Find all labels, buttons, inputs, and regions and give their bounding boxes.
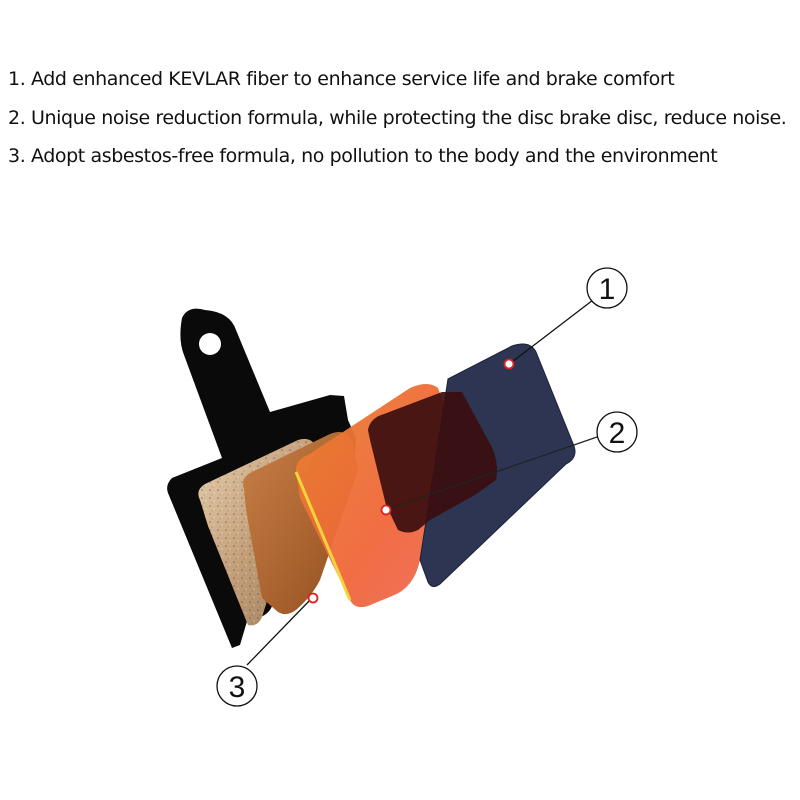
feature-item-1: 1. Add enhanced KEVLAR fiber to enhance … bbox=[8, 68, 675, 90]
red-layer bbox=[368, 392, 497, 533]
callout-line-2 bbox=[384, 435, 601, 511]
mounting-hole bbox=[199, 333, 221, 355]
marker-3 bbox=[307, 592, 319, 604]
feature-item-2: 2. Unique noise reduction formula, while… bbox=[8, 106, 787, 129]
feature-list: 1. Add enhanced KEVLAR fiber to enhance … bbox=[8, 60, 787, 176]
callout-2: 2 bbox=[596, 411, 638, 453]
svg-text:2: 2 bbox=[609, 417, 626, 450]
svg-text:3: 3 bbox=[229, 671, 246, 704]
svg-text:1: 1 bbox=[599, 273, 616, 306]
feature-item-3: 3. Adopt asbestos-free formula, no pollu… bbox=[8, 145, 718, 167]
marker-1 bbox=[503, 358, 515, 370]
callout-line-1 bbox=[511, 299, 594, 363]
callout-line-3 bbox=[246, 597, 313, 666]
callout-3: 3 bbox=[216, 665, 258, 707]
marker-2 bbox=[380, 504, 392, 516]
callout-1: 1 bbox=[586, 267, 628, 309]
